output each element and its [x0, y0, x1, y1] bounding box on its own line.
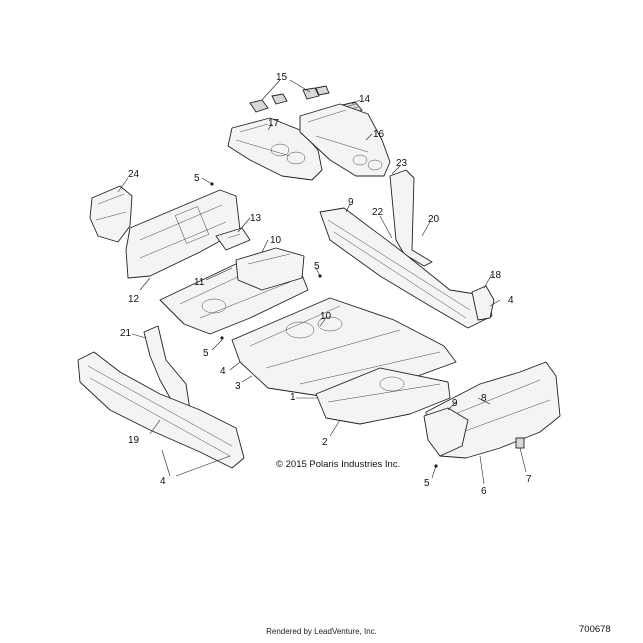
part-16-console-right	[299, 103, 391, 177]
part-18-end-cap	[471, 285, 495, 321]
part-13-label	[215, 227, 251, 251]
callout-23: 23	[396, 158, 408, 169]
callout-9: 9	[452, 398, 458, 409]
part-7-fastener	[515, 437, 525, 449]
callout-14: 14	[359, 94, 371, 105]
callout-9: 9	[348, 197, 354, 208]
part-9-bracket	[423, 407, 469, 457]
part-9-right-rocker	[319, 207, 493, 329]
callout-5: 5	[203, 348, 209, 359]
part-15-clips	[249, 85, 330, 113]
callout-4: 4	[160, 476, 166, 487]
callout-3: 3	[235, 381, 241, 392]
callout-7: 7	[526, 474, 532, 485]
callout-24: 24	[128, 169, 140, 180]
callout-5: 5	[314, 261, 320, 272]
diagram-number: 700678	[579, 624, 611, 635]
callout-16: 16	[373, 129, 385, 140]
callout-8: 8	[481, 393, 487, 404]
callout-5: 5	[424, 478, 430, 489]
callout-18: 18	[490, 270, 502, 281]
part-2-lower-floor	[315, 367, 451, 425]
callout-21: 21	[120, 328, 132, 339]
rendered-by-credit: Rendered by LeadVenture, Inc.	[266, 627, 377, 636]
part-10-upper-tray	[235, 247, 305, 291]
callout-19: 19	[128, 435, 140, 446]
part-17-console-left	[227, 117, 323, 181]
callout-17: 17	[268, 118, 280, 129]
callout-4: 4	[220, 366, 226, 377]
part-3-floor	[231, 297, 457, 397]
callout-4: 4	[508, 295, 514, 306]
part-24-cover	[89, 185, 133, 243]
part-12-rear-panel	[125, 189, 241, 279]
callout-22: 22	[372, 207, 384, 218]
callout-2: 2	[322, 437, 328, 448]
part-19-left-rocker	[77, 351, 245, 469]
callout-5: 5	[194, 173, 200, 184]
callout-20: 20	[428, 214, 440, 225]
callout-6: 6	[481, 486, 487, 497]
callout-10: 10	[320, 311, 332, 322]
callout-13: 13	[250, 213, 262, 224]
leader-lines	[117, 79, 527, 485]
callout-15: 15	[276, 72, 288, 83]
callout-1: 1	[290, 392, 296, 403]
callout-10: 10	[270, 235, 282, 246]
callout-12: 12	[128, 294, 140, 305]
part-20-pillar	[389, 169, 433, 267]
copyright-notice: © 2015 Polaris Industries Inc.	[276, 459, 401, 470]
callout-11: 11	[194, 277, 205, 288]
